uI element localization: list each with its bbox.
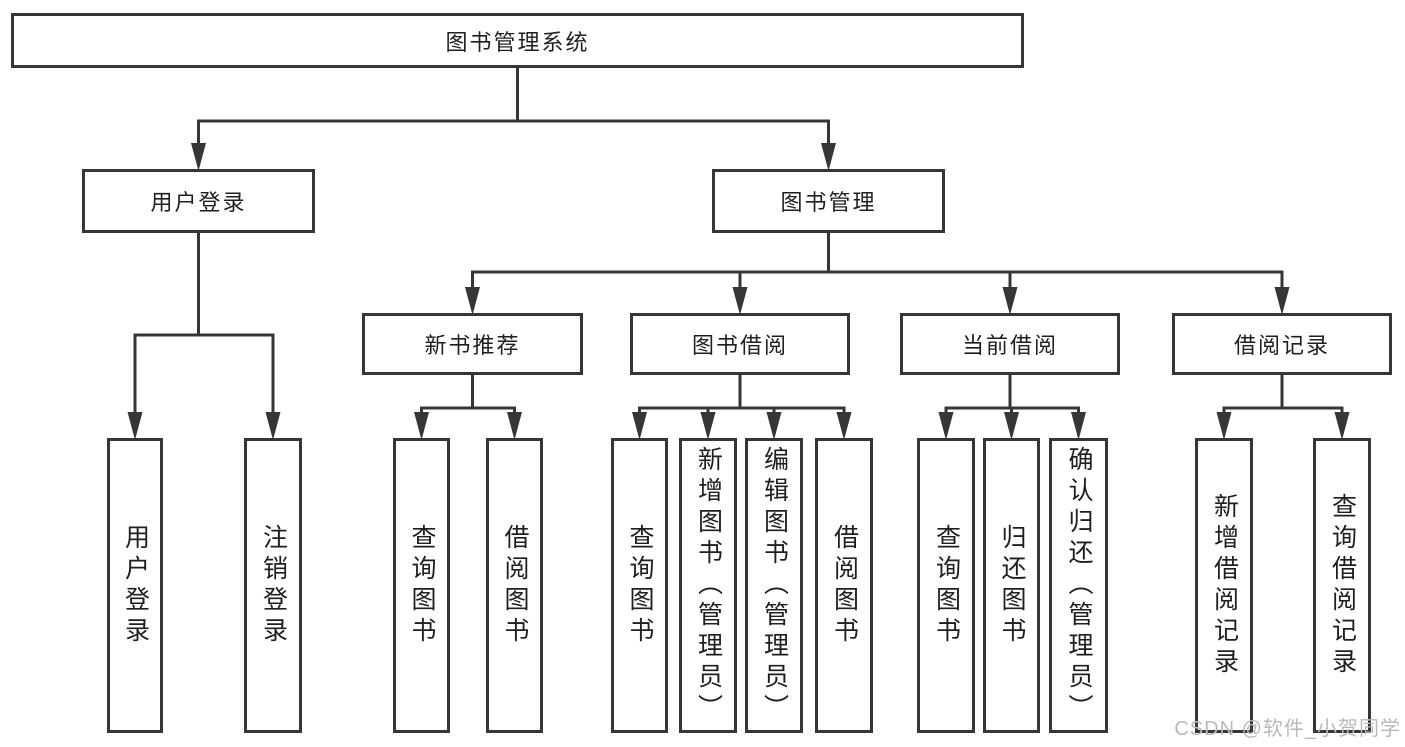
- node-user-login: 用户登录: [82, 169, 315, 233]
- node-current-borrow: 当前借阅: [900, 313, 1120, 375]
- connector-user-login: [127, 231, 281, 440]
- node-borrow-books-borrow: 借阅图书: [815, 438, 873, 733]
- arrowhead-icon: [265, 412, 281, 440]
- connector-book-borrow: [632, 373, 852, 440]
- node-query-books-current: 查询图书: [917, 438, 975, 733]
- arrowhead-icon: [1004, 412, 1019, 440]
- node-label-query-books-borrow: 查询图书: [626, 523, 654, 648]
- node-label-edit-book-admin: 编辑图书（管理员）: [760, 446, 789, 725]
- node-return-book: 归还图书: [983, 438, 1040, 733]
- node-book-borrow: 图书借阅: [630, 313, 850, 375]
- arrowhead-icon: [836, 412, 852, 440]
- node-label-login: 用户登录: [121, 523, 150, 648]
- node-label-add-book-admin: 新增图书（管理员）: [694, 446, 723, 725]
- node-label-book-mgmt: 图书管理: [780, 190, 877, 215]
- node-query-books-borrow: 查询图书: [611, 438, 668, 733]
- node-add-borrow-record: 新增借阅记录: [1195, 438, 1253, 733]
- node-add-book-admin: 新增图书（管理员）: [679, 438, 737, 733]
- arrowhead-icon: [700, 412, 716, 440]
- node-label-book-borrow: 图书借阅: [691, 333, 788, 358]
- arrowhead-icon: [1002, 287, 1018, 315]
- node-label-query-books-current: 查询图书: [932, 523, 961, 648]
- node-label-borrow-books-borrow: 借阅图书: [830, 523, 859, 648]
- node-edit-book-admin: 编辑图书（管理员）: [745, 438, 803, 733]
- node-label-current-borrow: 当前借阅: [961, 333, 1058, 358]
- arrowhead-icon: [938, 412, 954, 440]
- node-label-new-book-rec: 新书推荐: [424, 333, 521, 358]
- node-label-user-login: 用户登录: [150, 190, 247, 215]
- node-root: 图书管理系统: [11, 13, 1024, 68]
- node-label-query-books-new: 查询图书: [408, 523, 436, 648]
- node-label-add-borrow-record: 新增借阅记录: [1210, 492, 1239, 679]
- connector-root: [191, 66, 836, 171]
- arrowhead-icon: [507, 412, 522, 440]
- node-label-return-book: 归还图书: [998, 523, 1026, 648]
- node-borrow-books-new: 借阅图书: [486, 438, 543, 733]
- node-book-mgmt: 图书管理: [712, 169, 945, 233]
- node-label-confirm-return-admin: 确认归还（管理员）: [1065, 446, 1093, 725]
- arrowhead-icon: [766, 412, 782, 440]
- node-query-borrow-record: 查询借阅记录: [1313, 438, 1371, 733]
- node-label-logout: 注销登录: [259, 523, 288, 648]
- node-logout: 注销登录: [244, 438, 302, 733]
- connector-book-mgmt: [465, 231, 1290, 315]
- node-confirm-return-admin: 确认归还（管理员）: [1049, 438, 1108, 733]
- arrowhead-icon: [632, 412, 647, 440]
- node-new-book-rec: 新书推荐: [362, 313, 583, 375]
- node-query-books-new: 查询图书: [393, 438, 450, 733]
- arrowhead-icon: [191, 143, 206, 171]
- node-label-root: 图书管理系统: [445, 29, 590, 55]
- watermark: CSDN @软件_小贺同学: [1174, 718, 1401, 740]
- arrowhead-icon: [1216, 412, 1232, 440]
- arrowhead-icon: [732, 287, 748, 315]
- connector-new-book-rec: [414, 373, 522, 440]
- node-label-borrow-records: 借阅记录: [1233, 333, 1330, 358]
- connector-borrow-records: [1216, 373, 1350, 440]
- node-label-borrow-books-new: 借阅图书: [501, 523, 529, 648]
- connector-current-borrow: [938, 373, 1086, 440]
- node-borrow-records: 借阅记录: [1172, 313, 1392, 375]
- arrowhead-icon: [127, 412, 143, 440]
- node-label-query-borrow-record: 查询借阅记录: [1328, 492, 1357, 679]
- arrowhead-icon: [821, 143, 836, 171]
- arrowhead-icon: [414, 412, 429, 440]
- node-login: 用户登录: [107, 438, 163, 733]
- arrowhead-icon: [1071, 412, 1086, 440]
- arrowhead-icon: [1274, 287, 1290, 315]
- arrowhead-icon: [465, 287, 480, 315]
- arrowhead-icon: [1334, 412, 1350, 440]
